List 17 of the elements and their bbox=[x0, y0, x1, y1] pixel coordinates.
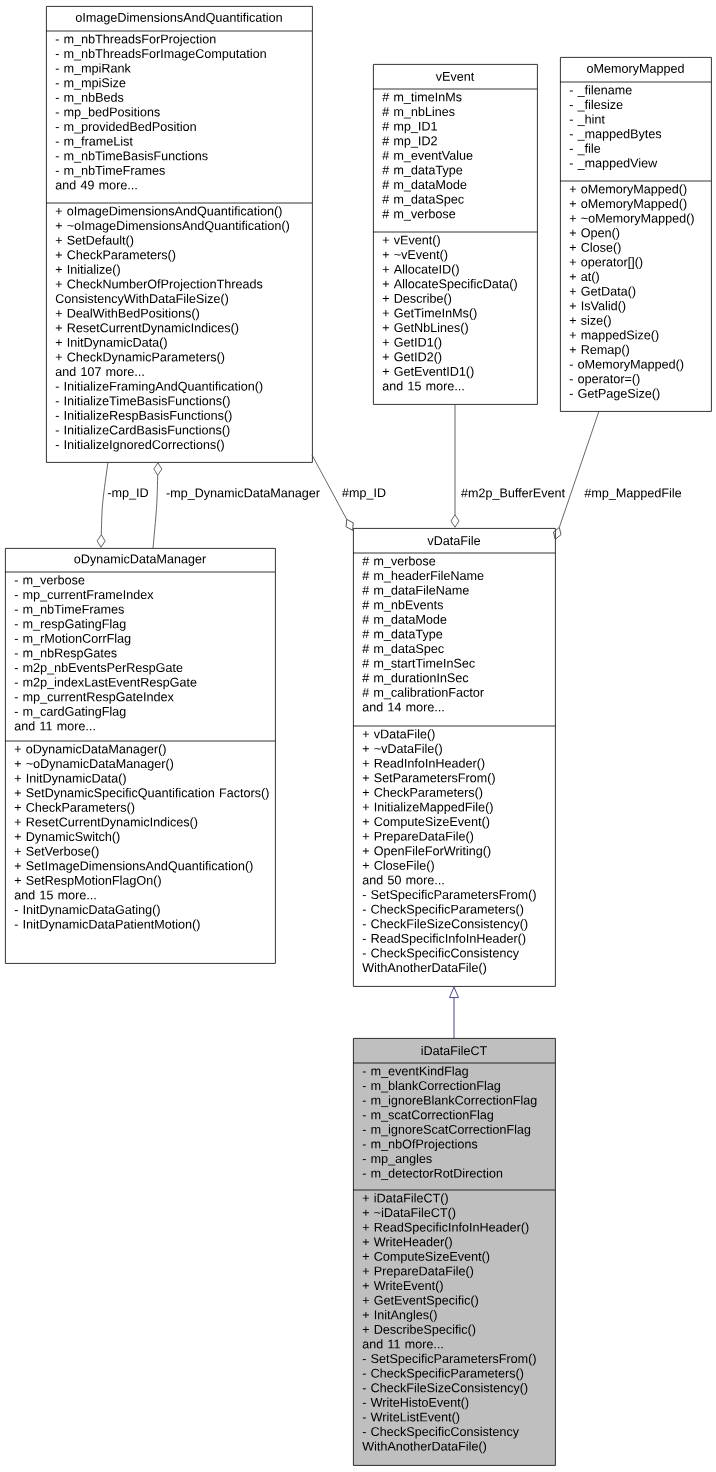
aggregation-connector bbox=[553, 410, 600, 540]
class-box: oImageDimensionsAndQuantification - m_nbThreadsForProjection - m_nbThreadsForImageComputation - m_mpiRank - m_mpiSize - m_nbBeds - mp_bedPositions - m_providedBedPosition - m_frameList - m_nbTimeBasisFunctions - m_nbTimeFrames and 49 more... + oImageDimensionsAndQuantification() + ~oImageDimensionsAndQuantification() + SetDefault() + CheckParameters() + Initialize() + CheckNumberOfProjectionThreads ConsistencyWithDataFileSize() + DealWithBedPositions() + ResetCurrentDynamicIndices() + InitDynamicData() + CheckDynamicParameters() and 107 more... - InitializeFramingAndQuantification() - InitializeTimeBasisFunctions() - InitializeRespBasisFunctions() - InitializeCardBasisFunctions() - InitializeIgnoredCorrections() bbox=[45, 6, 313, 463]
edge-label: #m2p_BufferEvent bbox=[459, 487, 567, 501]
class-box: iDataFileCT - m_eventKindFlag - m_blankCorrectionFlag - m_ignoreBlankCorrectionFlag - m_scatCorrectionFlag - m_ignoreScatCorrectionFlag - m_nbOfProjections - mp_angles - m_detectorRotDirection + iDataFileCT() + ~iDataFileCT() + ReadSpecificInfoInHeader() + WriteHeader() + ComputeSizeEvent() + PrepareDataFile() + WriteEvent() + GetEventSpecific() + InitAngles() + DescribeSpecific() and 11 more... - SetSpecificParametersFrom() - CheckSpecificParameters() - CheckFileSizeConsistency() - WriteHistoEvent() - WriteListEvent() - CheckSpecificConsistency WithAnotherDataFile() bbox=[352, 1038, 556, 1466]
aggregation-connector bbox=[311, 454, 354, 531]
aggregation-connector bbox=[450, 403, 460, 528]
aggregation-connector bbox=[152, 462, 163, 549]
class-box: vEvent # m_timeInMs # m_nbLines # mp_ID1 # mp_ID2 # m_eventValue # m_dataType # m_dataMode # m_dataSpec # m_verbose + vEvent() + ~vEvent() + AllocateID() + AllocateSpecificData() + Describe() + GetTimeInMs() + GetNbLines() + GetID1() + GetID2() + GetEventID1() and 15 more... bbox=[372, 64, 538, 405]
inheritance-arrow bbox=[449, 986, 459, 1039]
class-box: oDynamicDataManager - m_verbose - mp_currentFrameIndex - m_nbTimeFrames - m_respGatingFlag - m_rMotionCorrFlag - m_nbRespGates - m2p_nbEventsPerRespGate - m2p_indexLastEventRespGate - mp_currentRespGateIndex - m_cardGatingFlag and 11 more... + oDynamicDataManager() + ~oDynamicDataManager() + InitDynamicData() + SetDynamicSpecificQuantification Factors() + CheckParameters() + ResetCurrentDynamicIndices() + DynamicSwitch() + SetVerbose() + SetImageDimensionsAndQuantification() + SetRespMotionFlagOn() and 15 more... - InitDynamicDataGating() - InitDynamicDataPatientMotion() bbox=[4, 548, 276, 964]
class-box: oMemoryMapped - _filename - _filesize - _hint - _mappedBytes - _file - _mappedView + oMemoryMapped() + oMemoryMapped() + ~oMemoryMapped() + Open() + Close() + operator[]() + at() + GetData() + IsValid() + size() + mappedSize() + Remap() - oMemoryMapped() - operator=() - GetPageSize() bbox=[559, 57, 712, 412]
aggregation-connector bbox=[96, 461, 109, 548]
edge-label: #mp_ID bbox=[340, 487, 388, 501]
edge-label: -mp_DynamicDataManager bbox=[164, 487, 322, 501]
class-box: vDataFile # m_verbose # m_headerFileName # m_dataFileName # m_nbEvents # m_dataMode # m_dataType # m_dataSpec # m_startTimeInSec # m_durationInSec # m_calibrationFactor and 14 more... + vDataFile() + ~vDataFile() + ReadInfoInHeader() + SetParametersFrom() + CheckParameters() + InitializeMappedFile() + ComputeSizeEvent() + PrepareDataFile() + OpenFileForWriting() + CloseFile() and 50 more... - SetSpecificParametersFrom() - CheckSpecificParameters() - CheckFileSizeConsistency() - ReadSpecificInfoInHeader() - CheckSpecificConsistency WithAnotherDataFile() bbox=[352, 528, 556, 987]
edge-label: #mp_MappedFile bbox=[583, 487, 683, 501]
edge-label: -mp_ID bbox=[106, 487, 150, 501]
